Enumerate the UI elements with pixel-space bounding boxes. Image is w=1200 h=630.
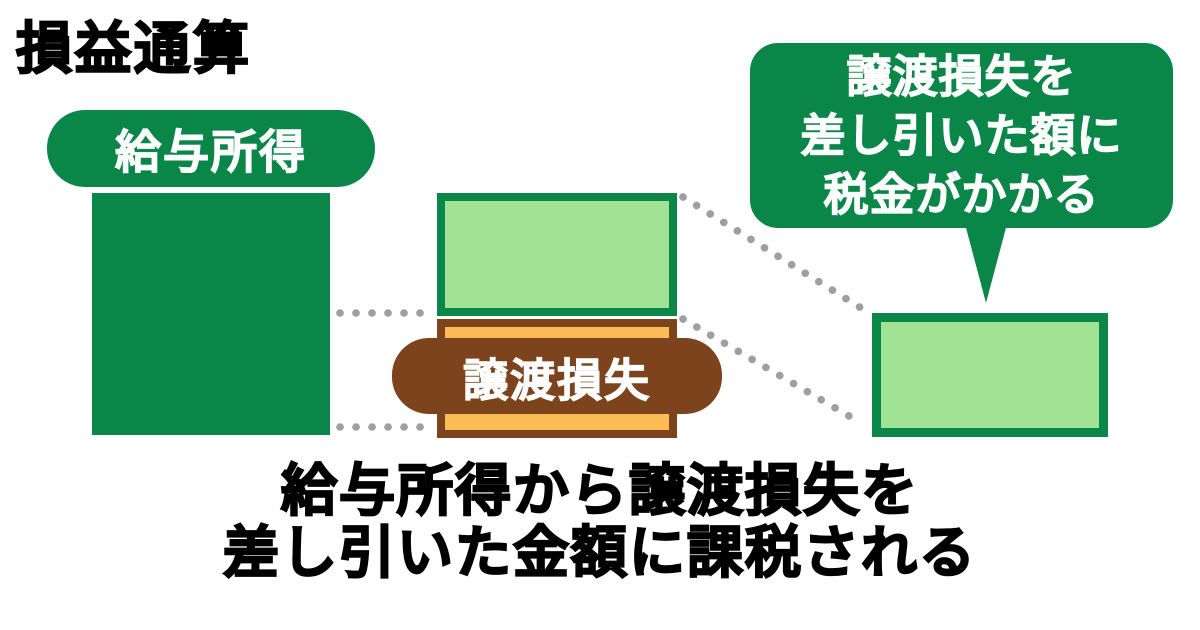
page-title: 損益通算 (15, 16, 252, 81)
caption-line-2: 差し引いた金額に課税される (222, 521, 977, 585)
connector-line-lower-diagonal (679, 315, 865, 427)
salary-income-bar (92, 193, 330, 435)
tax-callout-bubble: 譲渡損失を 差し引いた額に 税金がかかる (750, 43, 1173, 228)
caption-line-1: 給与所得から譲渡損失を (280, 459, 919, 523)
transfer-loss-pill: 譲渡損失 (392, 338, 722, 414)
bubble-line-1: 譲渡損失を (846, 51, 1077, 103)
transfer-loss-label: 譲渡損失 (462, 354, 651, 406)
bubble-line-3: 税金がかかる (823, 169, 1100, 221)
caption-text: 給与所得から譲渡損失を 差し引いた金額に課税される (0, 459, 1200, 585)
salary-income-label: 給与所得 (115, 125, 307, 178)
remaining-income-box (437, 193, 677, 316)
bubble-tail (965, 224, 1007, 303)
salary-income-pill: 給与所得 (47, 110, 375, 187)
connector-line-upper-diagonal (679, 193, 865, 312)
bubble-line-2: 差し引いた額に (800, 110, 1123, 162)
taxed-amount-box (872, 313, 1108, 437)
